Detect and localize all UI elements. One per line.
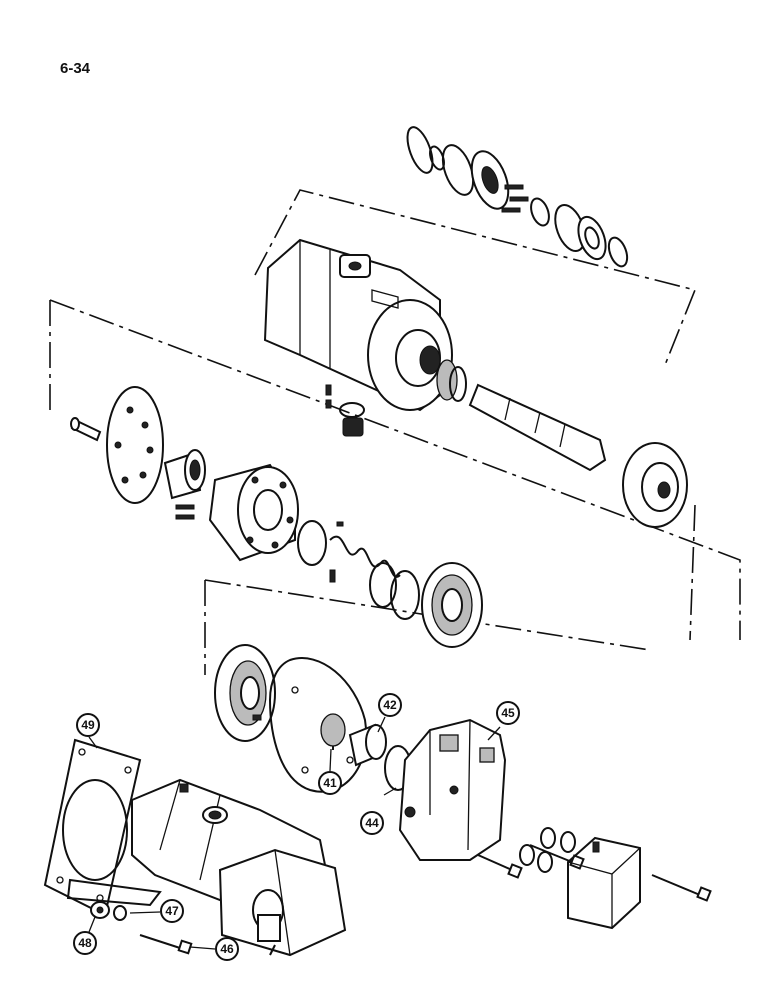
mounting-gasket-49 [43,738,142,917]
pin-bolt [70,417,102,442]
bearing-lower [214,644,276,742]
o-rings-valve [519,827,576,873]
phantom-outline-middle [49,299,741,641]
o-ring-end-top [607,236,629,268]
spring-washer [297,520,327,566]
pump-housing [263,238,453,412]
seal-ring-top [441,144,475,196]
swash-plate-bearing [421,562,483,648]
callout-41: 41 [318,771,342,795]
callout-47: 47 [160,899,184,923]
bearing-cup-42 [348,723,387,767]
thrust-washers [369,562,420,620]
callout-44: 44 [360,811,384,835]
callout-47-label: 47 [165,904,179,918]
charge-gear [320,713,346,750]
phantom-outline-upper [254,189,697,366]
end-cover-45 [398,718,507,861]
callout-48: 48 [73,931,97,955]
callout-46-label: 46 [220,942,234,956]
lock-washer-47 [113,905,127,921]
pinion-gear [436,359,467,402]
snap-ring-large [406,126,434,174]
cap-screw-46 [139,934,193,955]
cap-screw-short [477,854,523,879]
callout-42-label: 42 [383,698,397,712]
bushing [163,449,206,520]
callout-42: 42 [378,693,402,717]
washer-48 [90,901,110,919]
callout-49: 49 [76,713,100,737]
plug-fitting [325,384,365,437]
tie-bolt [651,874,712,902]
callout-45: 45 [496,701,520,725]
callout-46: 46 [215,937,239,961]
drive-pulley [622,442,688,528]
seal-assembly-top [554,204,607,261]
o-ring-mid-top [530,197,550,227]
callout-49-label: 49 [81,718,95,732]
bearing-top [470,150,510,210]
bracket-plate [66,878,162,907]
cylinder-block [208,463,299,562]
callout-48-label: 48 [78,936,92,950]
assembled-pump [131,778,347,957]
leader-lines [88,716,501,950]
callout-44-label: 44 [365,816,379,830]
piston-spring [329,521,401,583]
valve-plate [106,386,164,504]
drive-shaft [468,383,607,472]
callout-45-label: 45 [501,706,515,720]
cover-gasket [268,657,368,793]
valve-block [567,836,641,930]
callout-41-label: 41 [323,776,337,790]
dowel-pins-top [501,184,529,213]
page-number: 6-34 [60,60,91,77]
